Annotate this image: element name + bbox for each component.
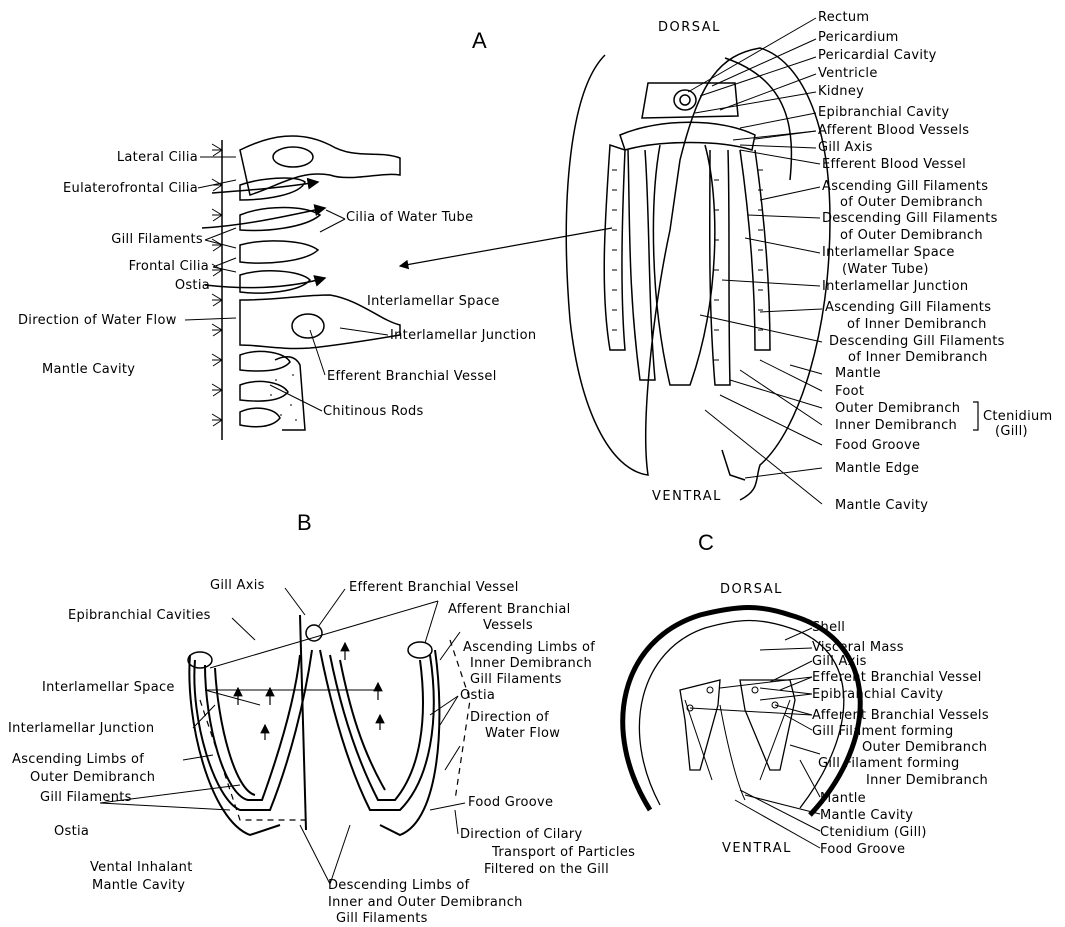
label-c-afferent-branchial-vessels: Afferent Branchial Vessels (812, 708, 989, 723)
label-c-efferent-branchial-vessel: Efferent Branchial Vessel (812, 670, 982, 685)
label-pericardium: Pericardium (818, 30, 899, 45)
label-ascending-outer-2: of Outer Demibranch (840, 195, 983, 210)
label-interlamellar-junction-detail: Interlamellar Junction (390, 328, 536, 343)
label-ascending-outer-1: Ascending Gill Filaments (822, 179, 988, 194)
label-b-ventral-inhalant-1: Vental Inhalant (90, 860, 193, 875)
label-epibranchial-cavity: Epibranchial Cavity (818, 105, 949, 120)
label-b-descending-1: Descending Limbs of (328, 878, 470, 893)
label-outer-demibranch: Outer Demibranch (835, 401, 960, 416)
label-b-interlamellar-junction: Interlamellar Junction (8, 721, 154, 736)
label-cilia-of-water-tube: Cilia of Water Tube (346, 210, 473, 225)
label-mantle-cavity-a: Mantle Cavity (835, 498, 928, 513)
label-b-interlamellar-space: Interlamellar Space (42, 680, 175, 695)
label-foot: Foot (835, 384, 864, 399)
label-ascending-inner-2: of Inner Demibranch (847, 317, 987, 332)
label-c-visceral-mass: Visceral Mass (812, 640, 904, 655)
label-c-shell: Shell (812, 620, 845, 635)
label-descending-inner-1: Descending Gill Filaments (829, 334, 1005, 349)
panel-c-letter: C (698, 530, 714, 556)
label-gill-axis-a: Gill Axis (818, 140, 873, 155)
label-ventricle: Ventricle (818, 66, 878, 81)
label-b-ciliary-2: Transport of Particles (492, 845, 635, 860)
label-c-gill-inner-2: Inner Demibranch (866, 773, 988, 788)
label-inner-demibranch: Inner Demibranch (835, 418, 957, 433)
label-b-ostia-left: Ostia (54, 824, 89, 839)
label-b-afferent-branchial-2: Vessels (483, 618, 533, 633)
label-c-gill-outer-2: Outer Demibranch (862, 740, 987, 755)
label-food-groove-a: Food Groove (835, 438, 920, 453)
panel-c-dorsal-label: DORSAL (720, 582, 783, 597)
label-b-ventral-inhalant-2: Mantle Cavity (92, 878, 185, 893)
label-gill-a: (Gill) (995, 424, 1028, 439)
label-ctenidium-a: Ctenidium (983, 409, 1053, 424)
label-afferent-blood-vessels: Afferent Blood Vessels (818, 123, 969, 138)
label-mantle-edge: Mantle Edge (835, 461, 919, 476)
label-b-ascending-inner-3: Gill Filaments (470, 672, 562, 687)
label-c-gill-outer-1: Gill Filament forming (812, 724, 954, 739)
label-b-direction-water-1: Direction of (470, 710, 549, 725)
label-kidney: Kidney (818, 84, 864, 99)
label-b-ciliary-1: Direction of Cilary (460, 827, 583, 842)
label-b-ascending-outer-3: Gill Filaments (40, 790, 132, 805)
label-descending-inner-2: of Inner Demibranch (848, 350, 988, 365)
panel-b-letter: B (297, 510, 312, 536)
label-pericardial-cavity: Pericardial Cavity (818, 48, 937, 63)
label-b-descending-2: Inner and Outer Demibranch (328, 895, 523, 910)
label-b-gill-axis: Gill Axis (210, 578, 265, 593)
label-lateral-cilia: Lateral Cilia (117, 150, 198, 165)
label-efferent-blood-vessel: Efferent Blood Vessel (822, 157, 966, 172)
label-mantle-cavity-detail: Mantle Cavity (42, 362, 135, 377)
label-b-ascending-inner-2: Inner Demibranch (470, 656, 592, 671)
label-interlamellar-junction-a: Interlamellar Junction (822, 279, 968, 294)
label-c-gill-axis: Gill Axis (812, 654, 867, 669)
label-interlamellar-space-detail: Interlamellar Space (367, 294, 500, 309)
label-b-efferent-branchial-vessel: Efferent Branchial Vessel (349, 580, 519, 595)
panel-a-letter: A (472, 28, 487, 54)
label-b-ascending-outer-2: Outer Demibranch (30, 770, 155, 785)
label-interlamellar-space-1: Interlamellar Space (822, 245, 955, 260)
label-b-food-groove: Food Groove (468, 795, 553, 810)
label-frontal-cilia: Frontal Cilia (129, 259, 209, 274)
label-descending-outer-1: Descending Gill Filaments (822, 211, 998, 226)
panel-a-ventral-label: VENTRAL (652, 489, 722, 504)
label-direction-of-water-flow: Direction of Water Flow (18, 313, 177, 328)
label-ascending-inner-1: Ascending Gill Filaments (825, 300, 991, 315)
label-ostia: Ostia (175, 278, 210, 293)
label-b-ciliary-3: Filtered on the Gill (484, 862, 609, 877)
label-c-mantle: Mantle (820, 791, 866, 806)
label-c-gill-inner-1: Gill Filament forming (818, 756, 960, 771)
label-interlamellar-space-2: (Water Tube) (842, 262, 929, 277)
label-b-ascending-inner-1: Ascending Limbs of (463, 640, 595, 655)
label-b-descending-3: Gill Filaments (336, 911, 428, 926)
panel-a-dorsal-label: DORSAL (658, 20, 721, 35)
panel-c-ventral-label: VENTRAL (722, 841, 792, 856)
label-b-direction-water-2: Water Flow (485, 726, 560, 741)
label-c-ctenidium: Ctenidium (Gill) (820, 825, 927, 840)
label-descending-outer-2: of Outer Demibranch (840, 228, 983, 243)
label-eulaterofrontal-cilia: Eulaterofrontal Cilia (63, 181, 198, 196)
label-b-ostia-right: Ostia (460, 688, 495, 703)
label-rectum: Rectum (818, 10, 869, 25)
label-gill-filaments: Gill Filaments (111, 232, 203, 247)
panel-a-detail-drawing (185, 136, 612, 440)
panel-b-drawing (100, 588, 470, 884)
label-c-epibranchial-cavity: Epibranchial Cavity (812, 687, 943, 702)
label-chitinous-rods: Chitinous Rods (323, 404, 424, 419)
label-c-food-groove: Food Groove (820, 842, 905, 857)
label-efferent-branchial-vessel-detail: Efferent Branchial Vessel (327, 369, 497, 384)
label-b-afferent-branchial-1: Afferent Branchial (448, 602, 571, 617)
label-mantle-a: Mantle (835, 366, 881, 381)
label-c-mantle-cavity: Mantle Cavity (820, 808, 913, 823)
label-b-ascending-outer-1: Ascending Limbs of (12, 752, 144, 767)
label-b-epibranchial-cavities: Epibranchial Cavities (68, 608, 211, 623)
